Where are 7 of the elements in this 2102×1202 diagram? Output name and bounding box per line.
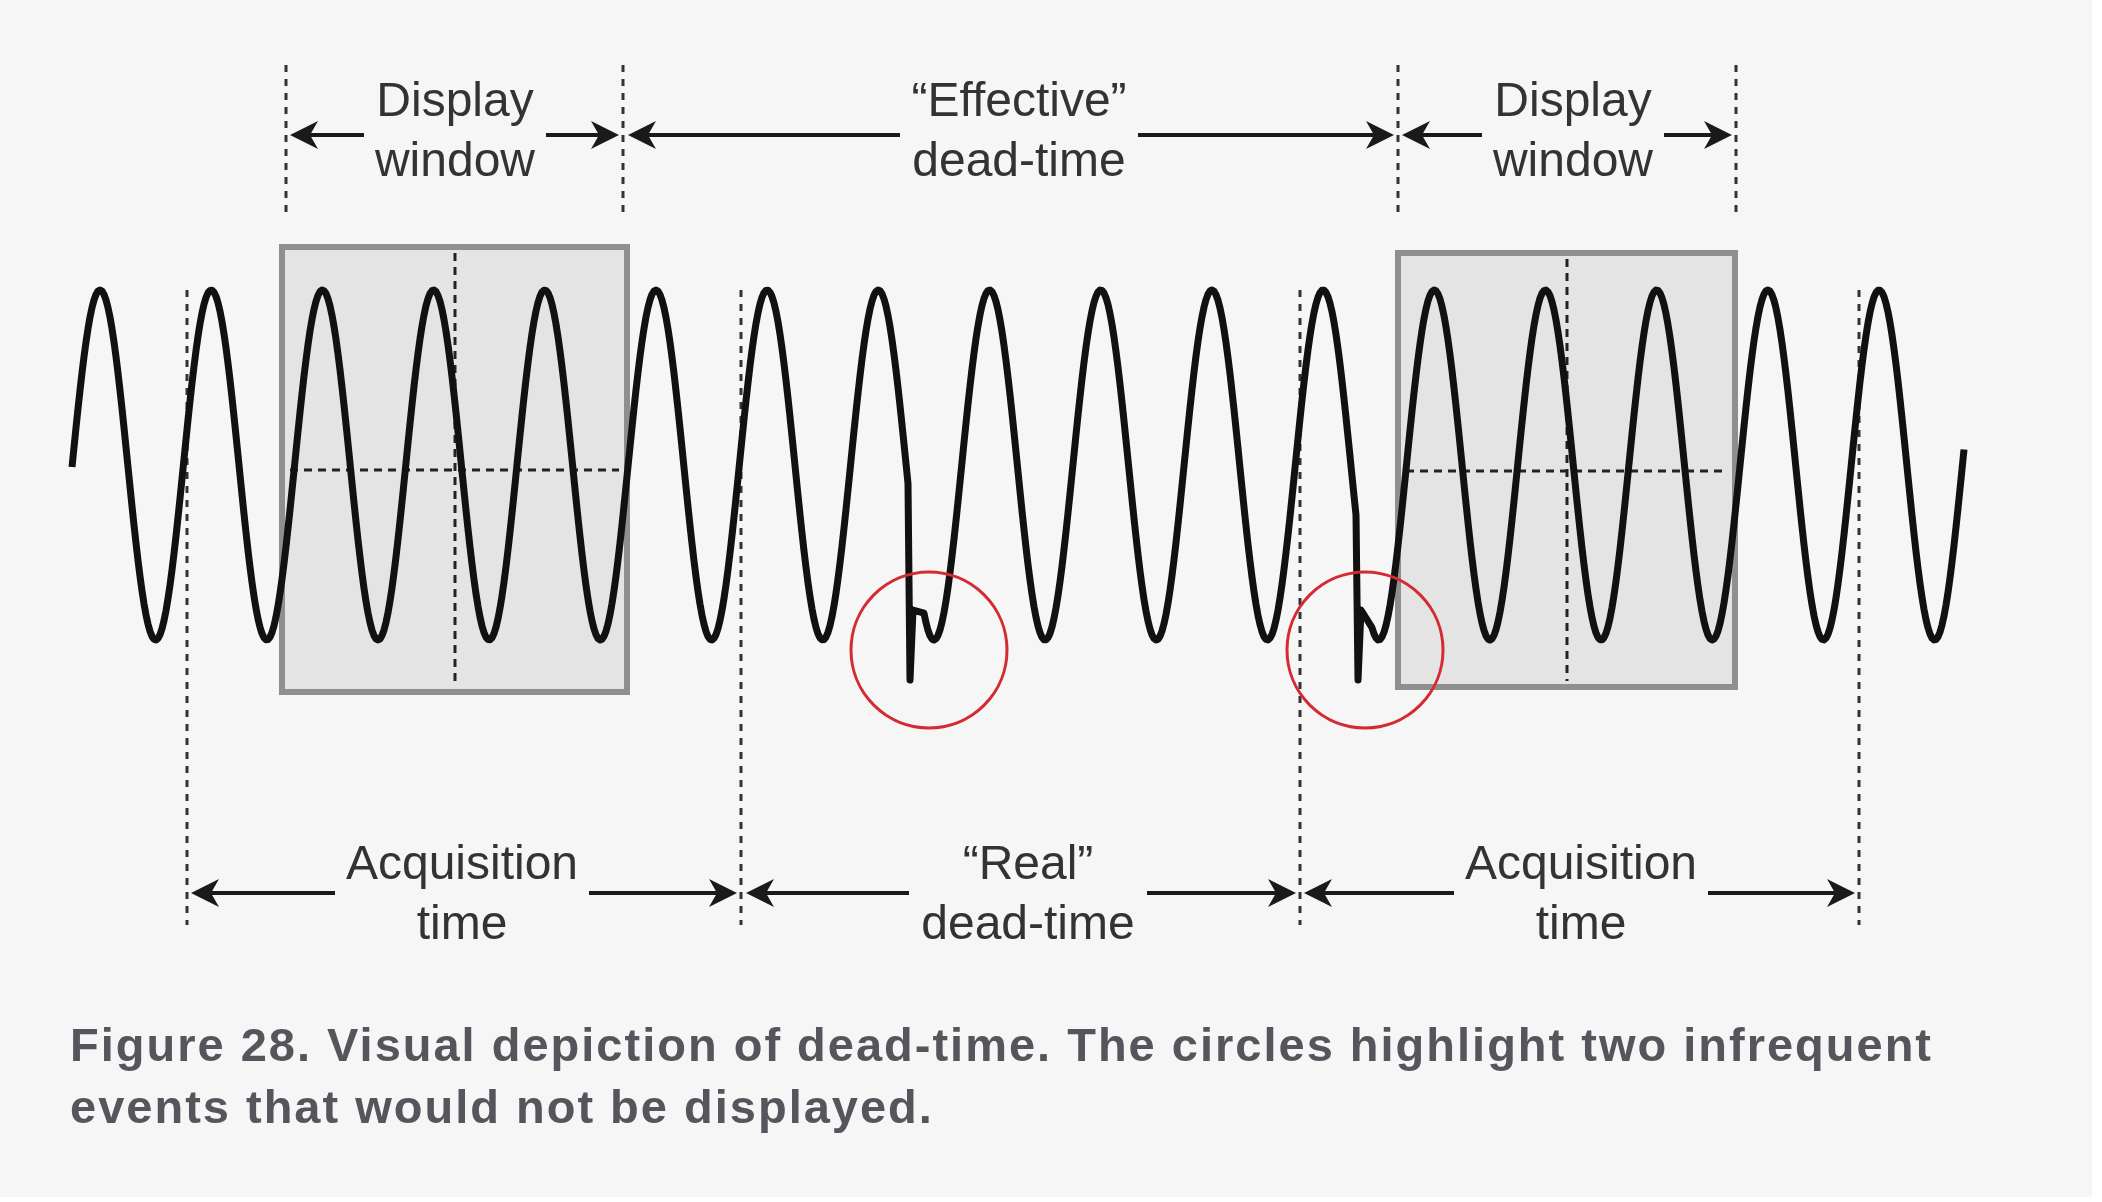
dimension-label: Display window <box>1491 72 1655 188</box>
dimension-label: “Real” dead-time <box>920 835 1136 951</box>
dimension-label: “Effective” dead-time <box>910 72 1128 188</box>
dimension-label: Display window <box>373 72 537 188</box>
dimension-label: Acquisition time <box>344 835 580 951</box>
figure-caption: Figure 28. Visual depiction of dead-time. The circles highlight two infrequent events that would not be displayed. <box>70 1017 1934 1135</box>
dimension-label: Acquisition time <box>1463 835 1699 951</box>
